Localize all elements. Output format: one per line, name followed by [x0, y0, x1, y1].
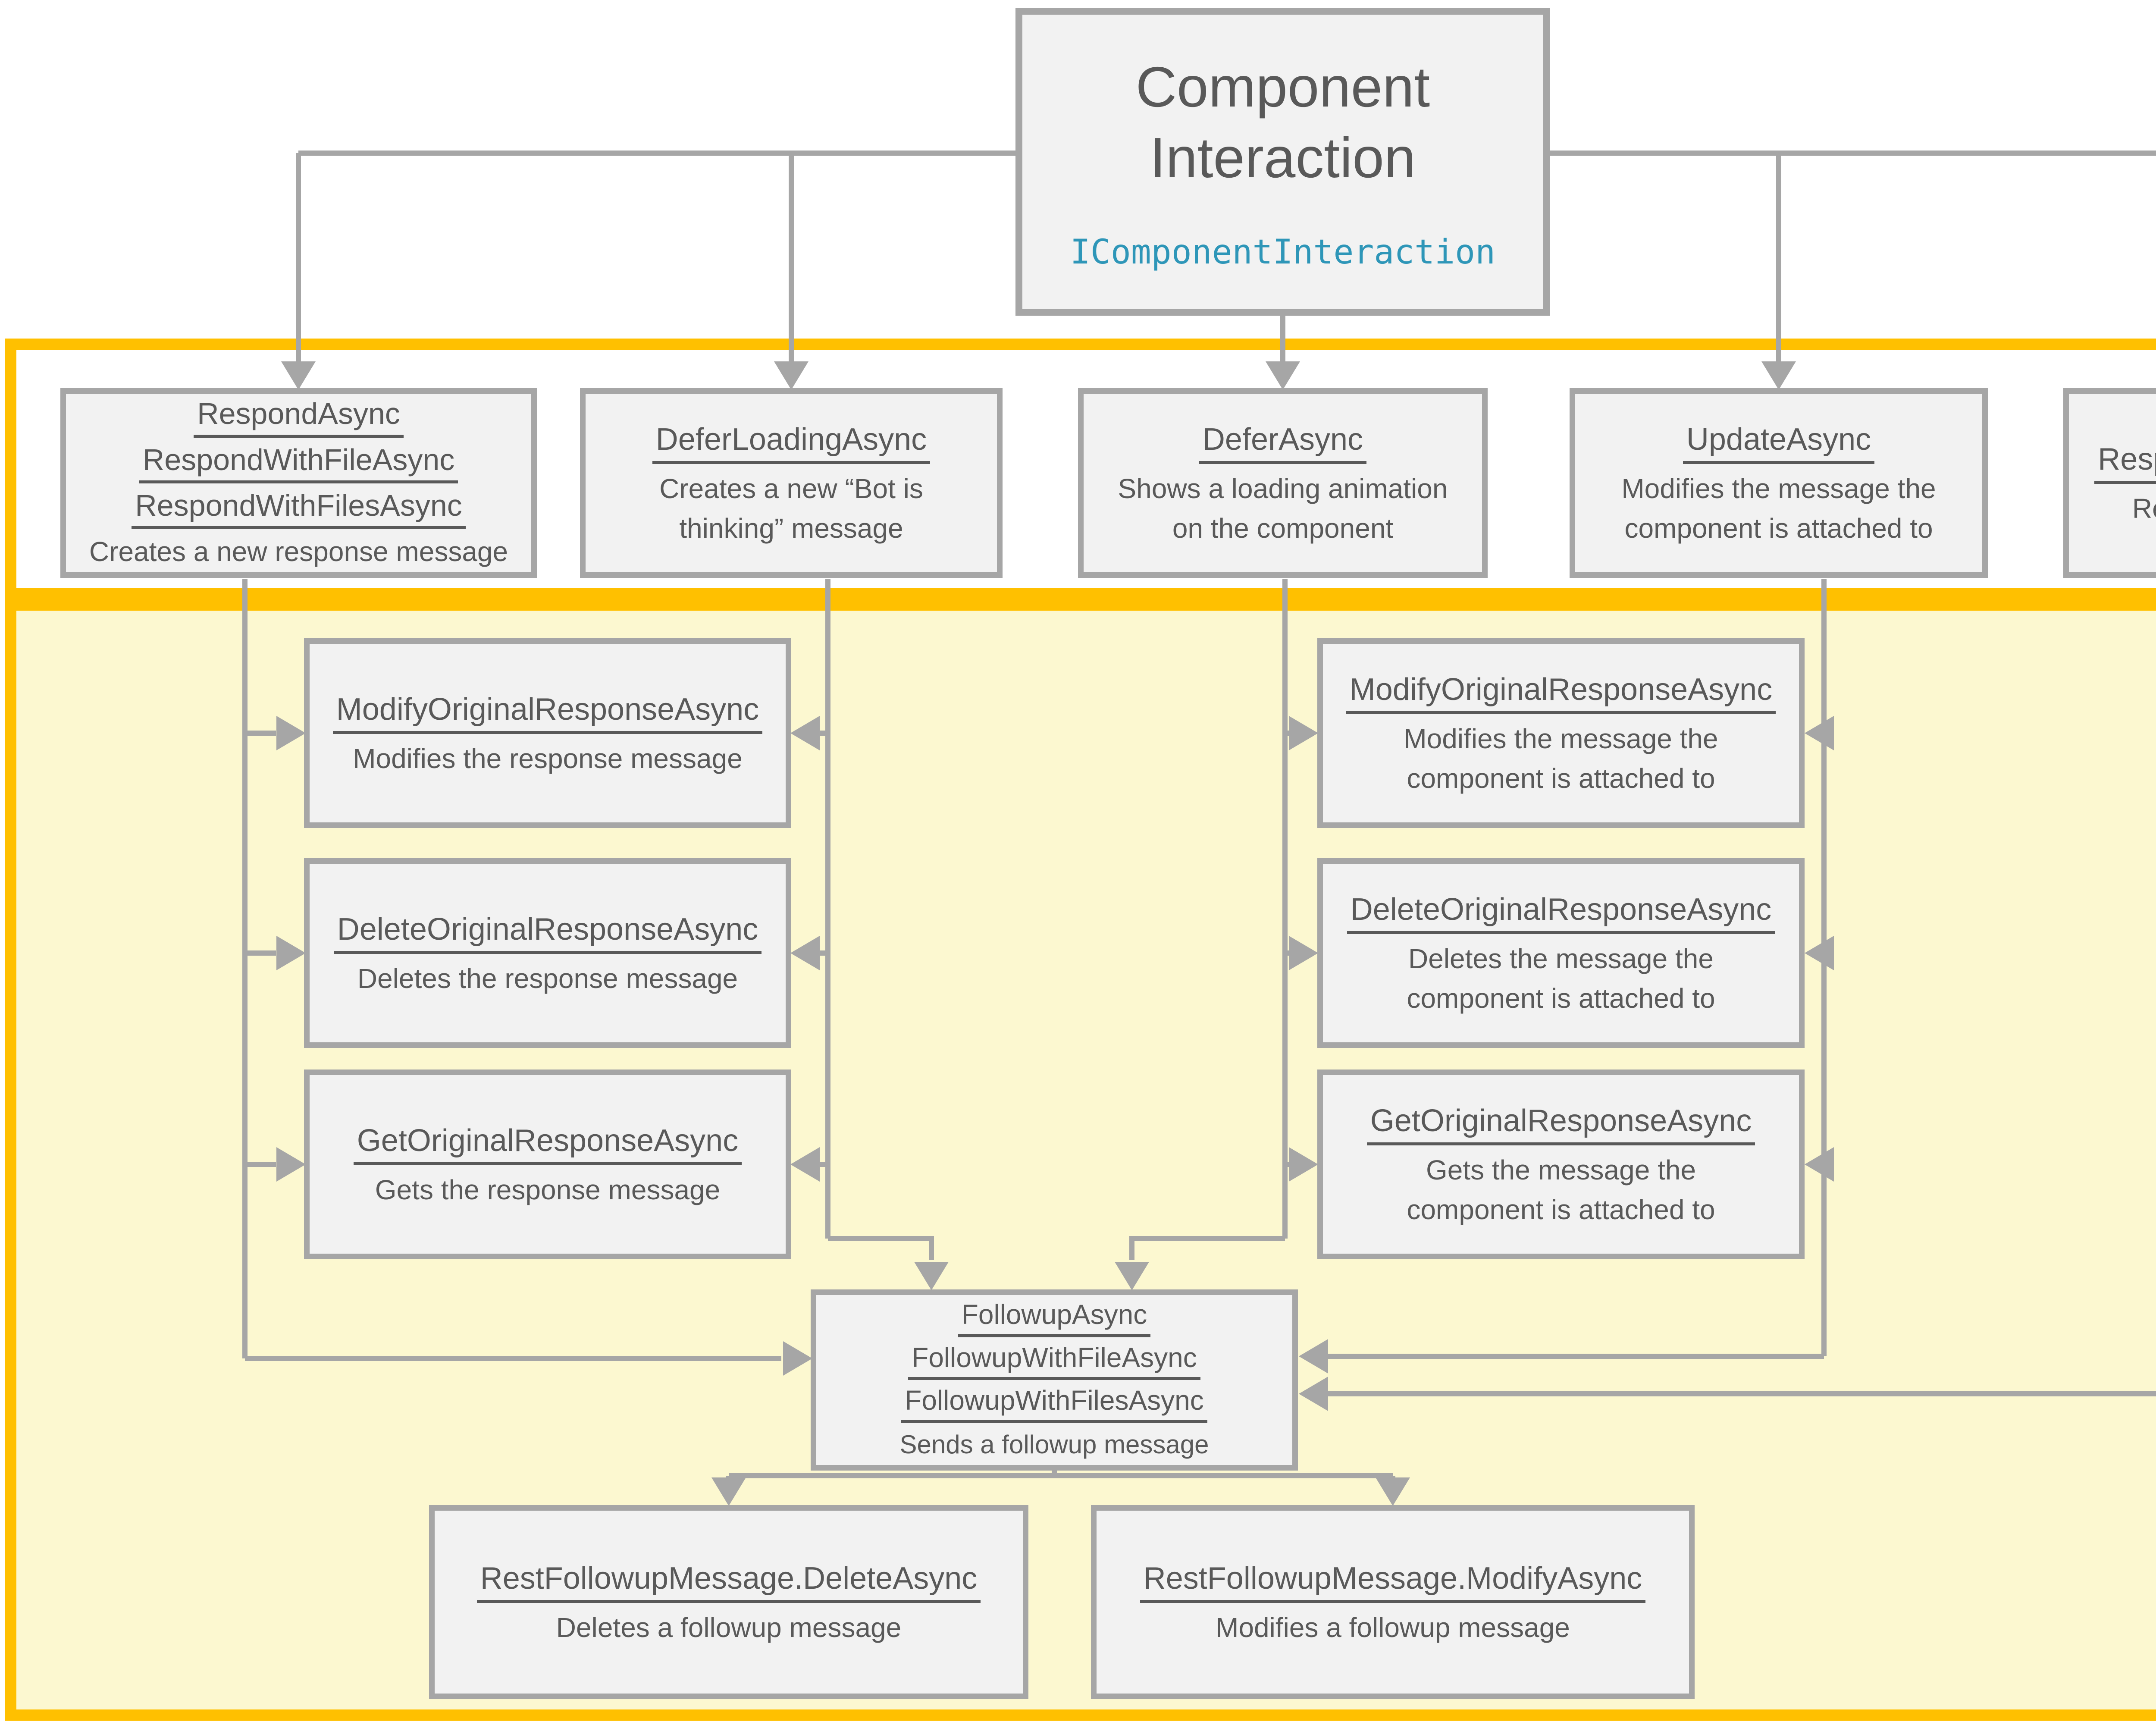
box-description-line: Creates a new response message	[89, 536, 508, 568]
box-get-original-response-component: GetOriginalResponseAsync Gets the messag…	[1317, 1070, 1805, 1259]
box-description-line: Modifies the response message	[353, 743, 743, 775]
box-description-line: Responds with a modal	[2132, 493, 2156, 524]
method-label: RestFollowupMessage.DeleteAsync	[476, 1561, 981, 1603]
method-label: ModifyOriginalResponseAsync	[1346, 672, 1776, 714]
root-box-component-interaction: Component Interaction IComponentInteract…	[1015, 8, 1550, 316]
box-description-line: Modifies a followup message	[1216, 1612, 1570, 1643]
box-description-line: Sends a followup message	[899, 1430, 1209, 1459]
method-label: UpdateAsync	[1683, 422, 1875, 464]
box-description-line: Deletes a followup message	[556, 1612, 902, 1643]
box-description-line: Modifies the message the	[1404, 723, 1718, 754]
method-label: DeferAsync	[1199, 422, 1367, 464]
box-description-line: Modifies the message the	[1621, 473, 1936, 504]
method-label: RespondAsync	[194, 397, 404, 438]
box-rest-followup-delete: RestFollowupMessage.DeleteAsync Deletes …	[429, 1505, 1028, 1699]
box-followup-async-hub: FollowupAsync FollowupWithFileAsync Foll…	[811, 1289, 1298, 1471]
method-label: RespondWithFilesAsync	[132, 489, 466, 530]
method-label: DeferLoadingAsync	[652, 422, 931, 464]
root-title-line: Interaction	[1150, 126, 1416, 189]
method-label: GetOriginalResponseAsync	[353, 1123, 742, 1166]
box-modify-original-response: ModifyOriginalResponseAsync Modifies the…	[304, 638, 791, 828]
method-label: GetOriginalResponseAsync	[1366, 1104, 1755, 1145]
box-description-line: Deletes the message the	[1408, 943, 1714, 974]
box-description-line: Creates a new “Bot is	[659, 473, 923, 504]
box-respond-with-modal-async: RespondWithModalAsync Responds with a mo…	[2063, 388, 2156, 578]
box-description-line: Gets the response message	[375, 1174, 721, 1206]
root-title: Component Interaction	[1136, 52, 1430, 193]
box-defer-async: DeferAsync Shows a loading animation on …	[1078, 388, 1488, 578]
method-label: FollowupWithFilesAsync	[901, 1385, 1207, 1423]
box-description-line: on the component	[1172, 513, 1394, 544]
box-defer-loading-async: DeferLoadingAsync Creates a new “Bot is …	[580, 388, 1003, 578]
box-description-line: Deletes the response message	[357, 963, 738, 994]
method-label: ModifyOriginalResponseAsync	[332, 692, 763, 734]
method-label: RespondWithModalAsync	[2094, 442, 2156, 484]
root-title-line: Component	[1135, 55, 1430, 119]
box-description-line: component is attached to	[1407, 1194, 1715, 1226]
box-rest-followup-modify: RestFollowupMessage.ModifyAsync Modifies…	[1091, 1505, 1695, 1699]
method-label: DeleteOriginalResponseAsync	[333, 912, 762, 954]
box-description-line: component is attached to	[1624, 513, 1933, 544]
method-label: RestFollowupMessage.ModifyAsync	[1140, 1561, 1646, 1603]
connector-lines	[242, 151, 2156, 1478]
box-description-line: component is attached to	[1407, 763, 1715, 794]
box-description-line: thinking” message	[679, 513, 903, 544]
interface-name: IComponentInteraction	[1070, 232, 1496, 272]
method-label: RespondWithFileAsync	[139, 443, 458, 483]
box-description-line: Shows a loading animation	[1118, 473, 1448, 504]
connector-arrowheads	[276, 361, 1834, 1506]
method-label: FollowupAsync	[958, 1299, 1151, 1337]
box-update-async: UpdateAsync Modifies the message the com…	[1570, 388, 1988, 578]
box-respond-async: RespondAsync RespondWithFileAsync Respon…	[60, 388, 537, 578]
box-delete-original-response: DeleteOriginalResponseAsync Deletes the …	[304, 858, 791, 1048]
box-description-line: component is attached to	[1407, 983, 1715, 1014]
box-description-line: Gets the message the	[1426, 1154, 1696, 1186]
box-get-original-response: GetOriginalResponseAsync Gets the respon…	[304, 1070, 791, 1259]
method-label: DeleteOriginalResponseAsync	[1347, 892, 1775, 934]
method-label: FollowupWithFileAsync	[908, 1342, 1200, 1380]
box-modify-original-response-component: ModifyOriginalResponseAsync Modifies the…	[1317, 638, 1805, 828]
box-delete-original-response-component: DeleteOriginalResponseAsync Deletes the …	[1317, 858, 1805, 1048]
